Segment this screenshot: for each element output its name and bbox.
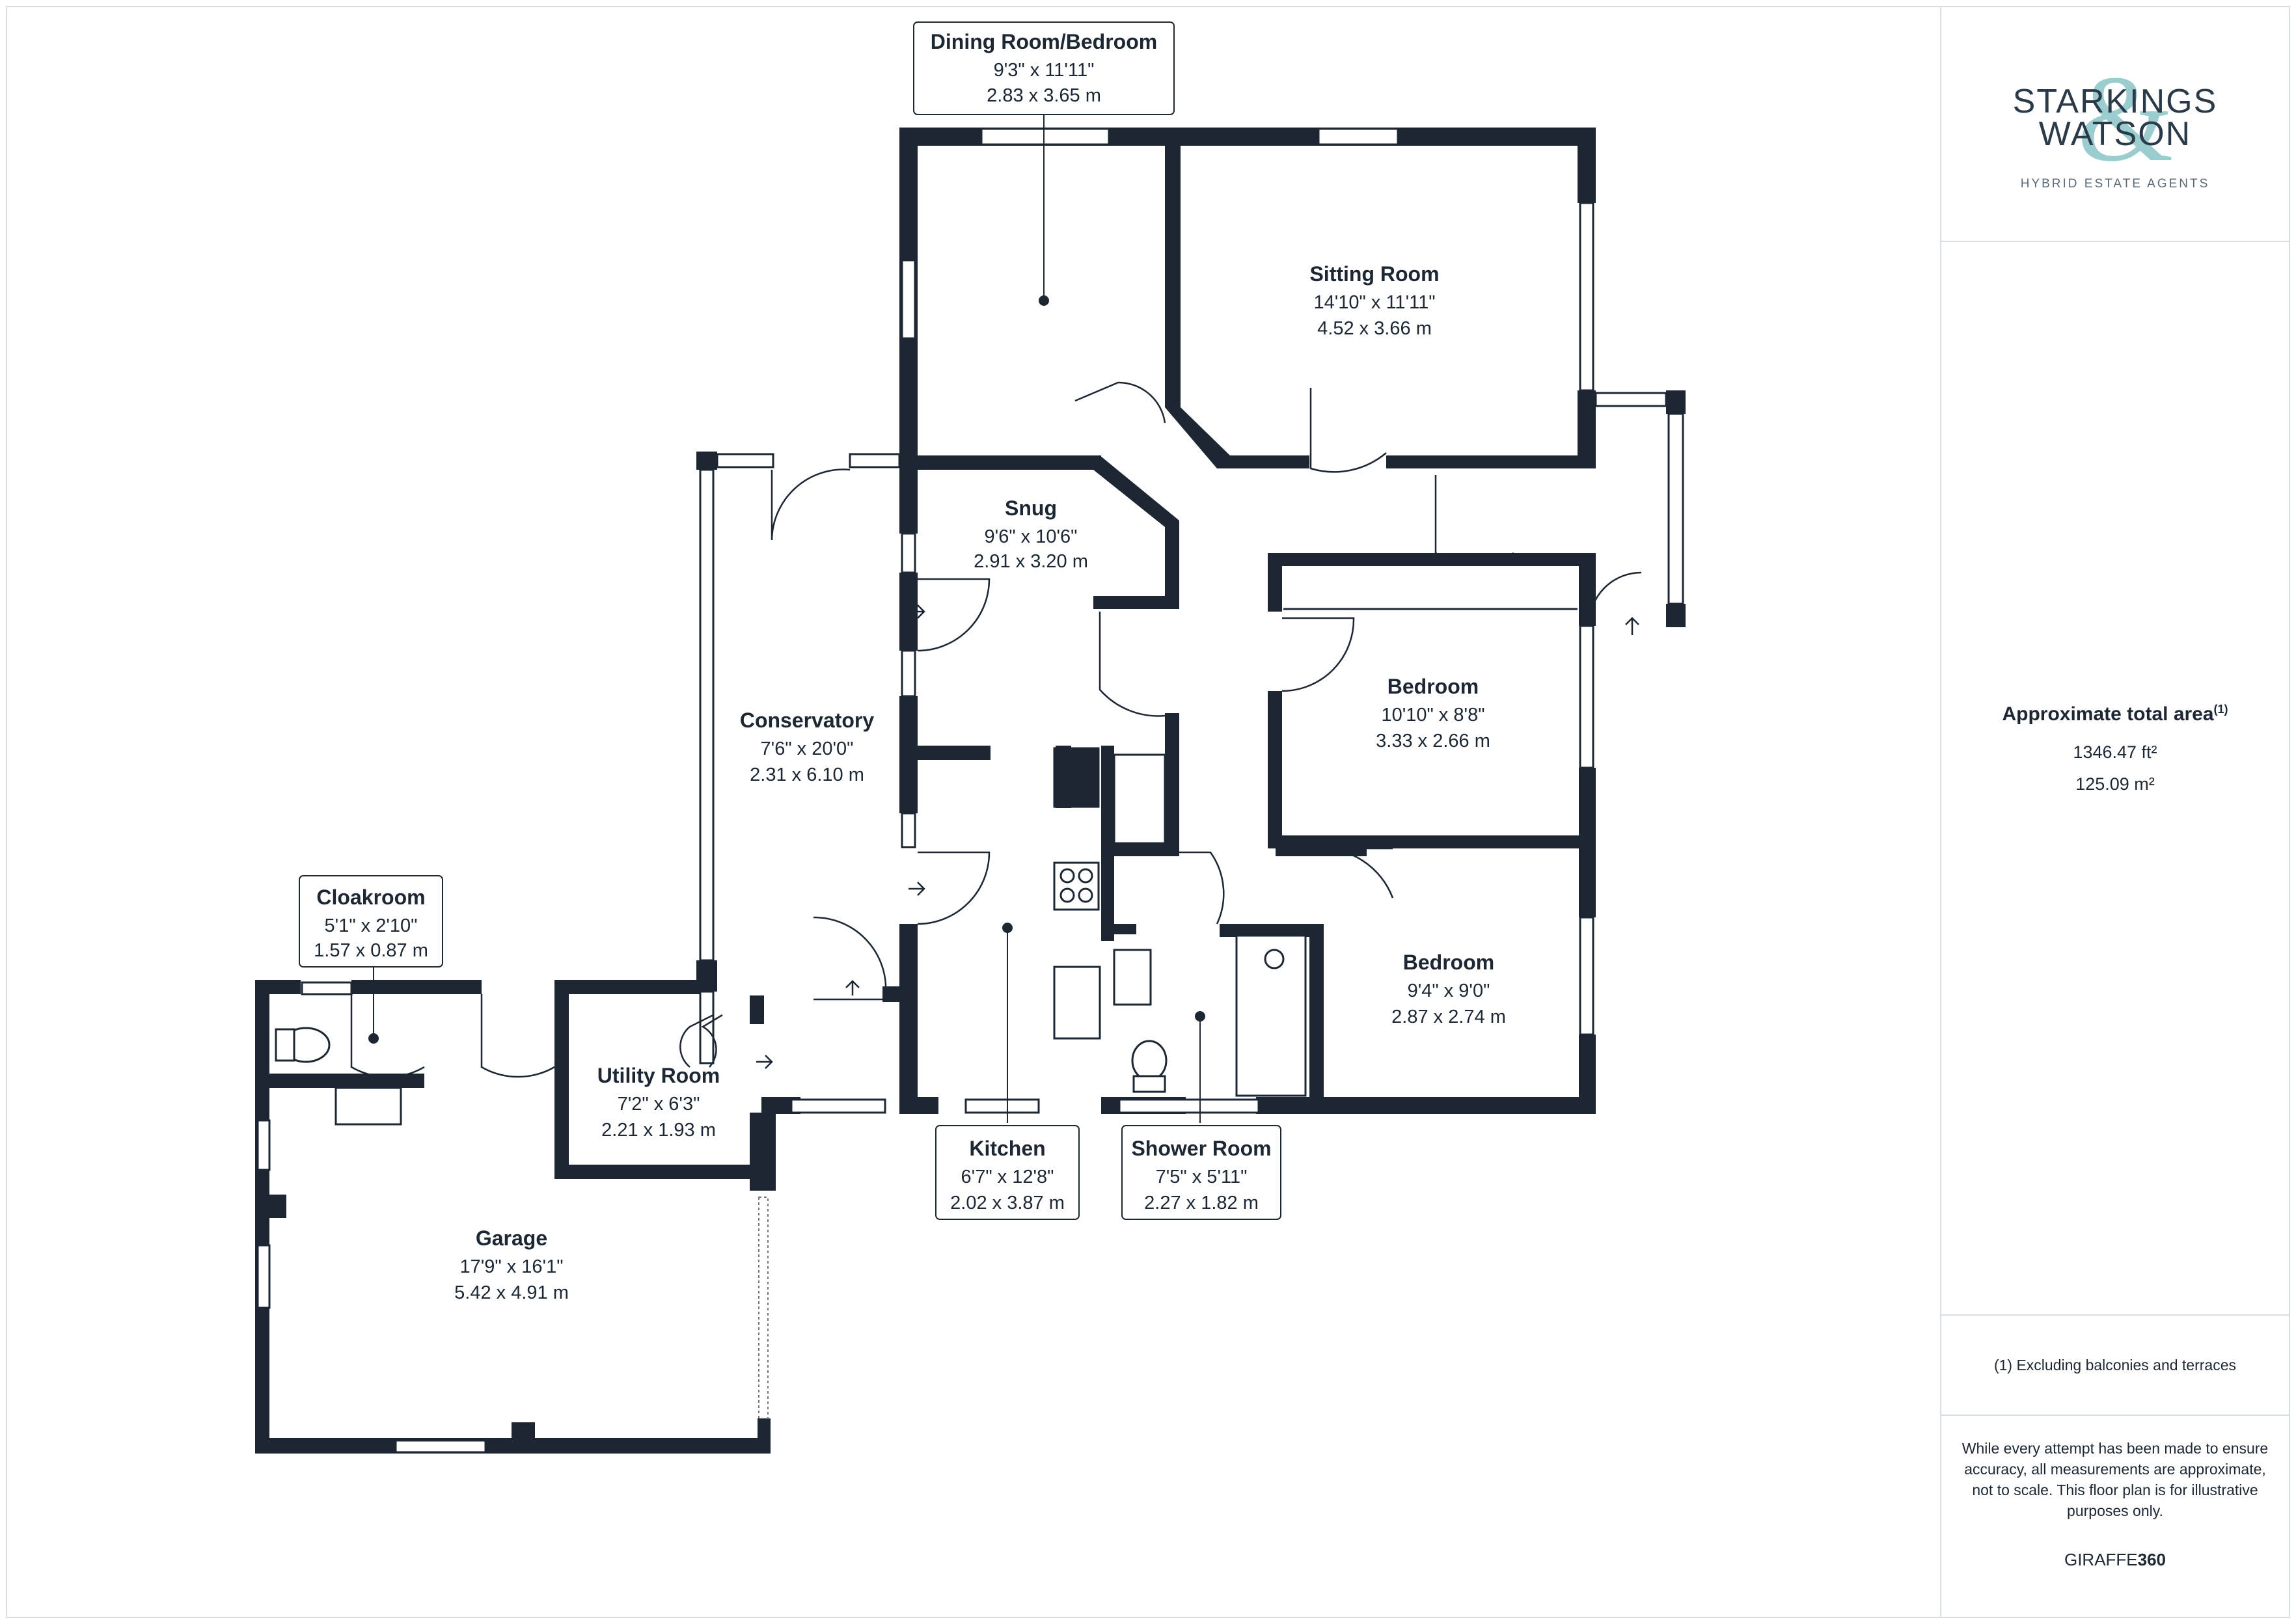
shower-toilet	[1131, 1040, 1168, 1081]
area-sqm: 125.09 m²	[2075, 774, 2155, 794]
svg-text:7'6" x 20'0": 7'6" x 20'0"	[761, 738, 854, 759]
logo-line-1: STARKINGS	[2012, 83, 2218, 120]
svg-text:Dining Room/Bedroom: Dining Room/Bedroom	[931, 30, 1157, 53]
svg-text:Conservatory: Conservatory	[740, 709, 875, 732]
chimney	[1053, 747, 1100, 808]
svg-text:9'4" x 9'0": 9'4" x 9'0"	[1408, 981, 1490, 1001]
svg-text:17'9" x 16'1": 17'9" x 16'1"	[459, 1256, 563, 1277]
cupboard	[1113, 753, 1166, 845]
svg-text:7'5" x 5'11": 7'5" x 5'11"	[1156, 1167, 1248, 1187]
area-footnote-marker: (1)	[2213, 703, 2228, 716]
logo-ampersand: &	[2077, 51, 2174, 187]
room-garage-label: Garage 17'9" x 16'1" 5.42 x 4.91 m	[454, 1226, 569, 1303]
svg-text:6'7" x 12'8": 6'7" x 12'8"	[961, 1167, 1054, 1187]
svg-text:2.91 x 3.20 m: 2.91 x 3.20 m	[974, 551, 1088, 572]
windows	[256, 128, 1684, 1454]
svg-text:Sitting Room: Sitting Room	[1309, 262, 1439, 286]
room-conservatory-label: Conservatory 7'6" x 20'0" 2.31 x 6.10 m	[740, 709, 875, 785]
company-logo: & STARKINGS WATSON HYBRID ESTATE AGENTS	[1941, 7, 2289, 242]
svg-text:Garage: Garage	[476, 1226, 547, 1250]
svg-text:1.57 x 0.87 m: 1.57 x 0.87 m	[314, 940, 428, 961]
page-border	[6, 6, 2290, 1618]
svg-text:Utility Room: Utility Room	[597, 1064, 720, 1087]
label-leaders	[368, 115, 1205, 1123]
cloak-basin	[335, 1087, 402, 1126]
svg-text:10'10" x 8'8": 10'10" x 8'8"	[1381, 705, 1484, 725]
area-footnote: (1) Excluding balconies and terraces	[1941, 1314, 2289, 1416]
svg-text:5.42 x 4.91 m: 5.42 x 4.91 m	[454, 1282, 569, 1303]
door-swings	[350, 381, 1642, 1078]
kitchen-sink	[1053, 966, 1101, 1040]
svg-text:2.83 x 3.65 m: 2.83 x 3.65 m	[987, 85, 1101, 106]
room-shower-label: Shower Room 7'5" x 5'11" 2.27 x 1.82 m	[1131, 1137, 1271, 1213]
svg-text:Kitchen: Kitchen	[969, 1137, 1045, 1160]
disclaimer: While every attempt has been made to ens…	[1961, 1440, 2269, 1519]
svg-text:Bedroom: Bedroom	[1403, 951, 1494, 974]
logo-line-2: WATSON	[2038, 115, 2192, 153]
svg-text:2.87 x 2.74 m: 2.87 x 2.74 m	[1391, 1007, 1506, 1027]
svg-text:3.33 x 2.66 m: 3.33 x 2.66 m	[1376, 731, 1490, 751]
room-snug-label: Snug 9'6" x 10'6" 2.91 x 3.20 m	[974, 496, 1088, 572]
room-bedroom1-label: Bedroom 10'10" x 8'8" 3.33 x 2.66 m	[1376, 675, 1490, 751]
svg-text:2.31 x 6.10 m: 2.31 x 6.10 m	[750, 765, 864, 785]
svg-text:9'6" x 10'6": 9'6" x 10'6"	[985, 526, 1078, 547]
svg-text:Cloakroom: Cloakroom	[316, 886, 425, 909]
svg-text:2.02 x 3.87 m: 2.02 x 3.87 m	[950, 1193, 1065, 1213]
svg-text:7'2" x 6'3": 7'2" x 6'3"	[618, 1094, 700, 1115]
svg-text:2.27 x 1.82 m: 2.27 x 1.82 m	[1144, 1193, 1259, 1213]
walls	[255, 128, 1686, 1454]
fixtures	[275, 747, 1307, 1126]
svg-text:Shower Room: Shower Room	[1131, 1137, 1271, 1160]
area-sqft: 1346.47 ft²	[2073, 742, 2157, 762]
label-boxes	[299, 21, 1281, 1220]
hob	[1053, 861, 1100, 911]
area-title: Approximate total area(1)	[2002, 703, 2228, 725]
svg-text:4.52 x 3.66 m: 4.52 x 3.66 m	[1317, 318, 1432, 339]
room-sitting-label: Sitting Room 14'10" x 11'11" 4.52 x 3.66…	[1309, 262, 1439, 339]
room-bedroom2-label: Bedroom 9'4" x 9'0" 2.87 x 2.74 m	[1391, 951, 1506, 1027]
svg-text:Snug: Snug	[1005, 496, 1057, 520]
room-kitchen-label: Kitchen 6'7" x 12'8" 2.02 x 3.87 m	[950, 1137, 1065, 1213]
svg-text:Bedroom: Bedroom	[1387, 675, 1479, 698]
svg-text:14'10" x 11'11": 14'10" x 11'11"	[1314, 292, 1436, 313]
room-utility-label: Utility Room 7'2" x 6'3" 2.21 x 1.93 m	[597, 1064, 720, 1141]
info-sidebar: & STARKINGS WATSON HYBRID ESTATE AGENTS …	[1941, 7, 2289, 1617]
shower-basin	[1113, 949, 1152, 1006]
room-dining-label: Dining Room/Bedroom 9'3" x 11'11" 2.83 x…	[931, 30, 1157, 106]
total-area: Approximate total area(1) 1346.47 ft² 12…	[1941, 703, 2289, 794]
svg-text:5'1" x 2'10": 5'1" x 2'10"	[325, 915, 418, 936]
svg-text:9'3" x 11'11": 9'3" x 11'11"	[994, 60, 1095, 81]
entrance-arrow-icon	[756, 604, 1639, 1069]
svg-text:2.21 x 1.93 m: 2.21 x 1.93 m	[601, 1120, 716, 1141]
giraffe360-brand: GIRAFFE360	[2064, 1550, 2166, 1569]
logo-tagline: HYBRID ESTATE AGENTS	[2020, 177, 2210, 191]
room-cloakroom-label: Cloakroom 5'1" x 2'10" 1.57 x 0.87 m	[314, 886, 428, 961]
